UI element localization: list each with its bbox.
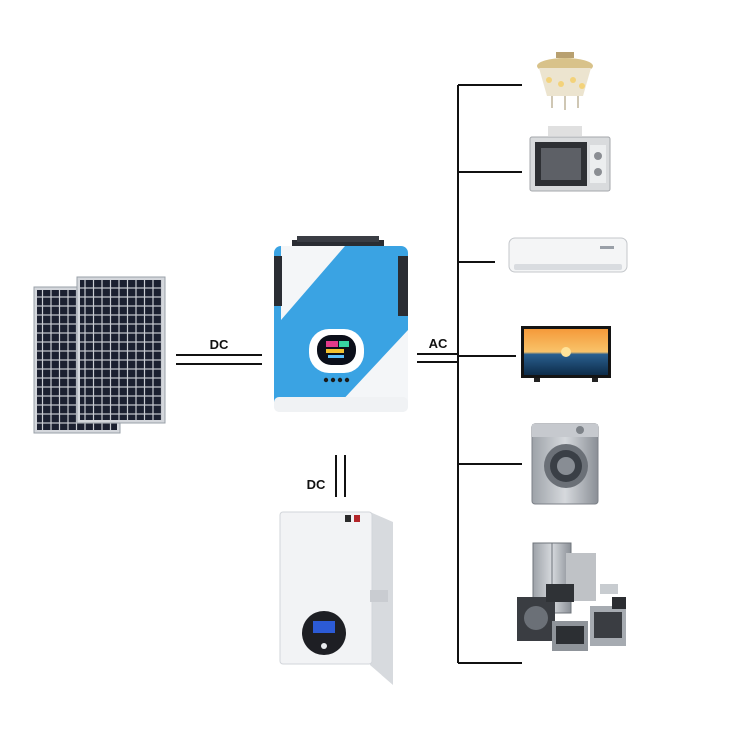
dc-label-battery: DC <box>307 477 326 492</box>
air-conditioner-icon <box>508 237 628 273</box>
inverter-icon <box>274 236 408 412</box>
dc-link-battery: DC <box>307 455 346 497</box>
television-icon <box>521 326 611 382</box>
battery-icon <box>279 511 393 685</box>
dc-label-solar: DC <box>210 337 229 352</box>
ac-bus: AC <box>417 84 522 664</box>
ac-label: AC <box>429 336 448 351</box>
microwave-icon <box>529 126 611 192</box>
kitchen-appliances-icon <box>517 542 626 651</box>
chandelier-icon <box>537 52 593 110</box>
solar-panels <box>33 276 166 434</box>
dc-link-solar: DC <box>176 337 262 365</box>
washing-machine-icon <box>531 423 599 505</box>
